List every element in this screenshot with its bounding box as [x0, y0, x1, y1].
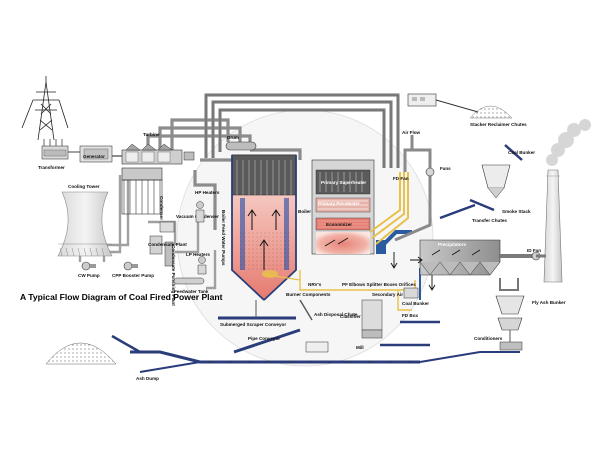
label-condensate-plant: Condensate Plant	[148, 242, 187, 247]
label-primary-superheater: Primary Superheater	[321, 180, 366, 185]
label-coal-bunker-2: Coal Bunker	[402, 301, 429, 306]
cooling-tower	[58, 192, 112, 256]
label-pipe-conveyor: Pipe Conveyor	[248, 336, 280, 341]
label-submerged-scraper-conveyor: Submerged Scraper Conveyor	[220, 322, 286, 327]
label-air-flow: Air Flow	[402, 130, 421, 135]
label-turbine: Turbine	[143, 132, 160, 137]
stacker-reclaimer	[408, 94, 512, 118]
label-boiler: Boiler	[298, 209, 311, 214]
transfer-chutes	[440, 200, 494, 218]
ash-dump	[46, 336, 140, 364]
label-fd-fan: FD Fan	[393, 176, 409, 181]
label-lp-heaters: LP Heaters	[186, 252, 210, 257]
label-coal-bunker: Coal Bunker	[508, 150, 535, 155]
transformer	[42, 139, 68, 159]
transmission-tower	[22, 76, 68, 140]
label-stacker-reclaimer-chutes: Stacker Reclaimer Chutes	[470, 122, 527, 127]
turbine	[112, 144, 194, 164]
coal-bunker-2	[404, 288, 418, 298]
label-precipitators: Precipitators	[438, 242, 467, 247]
label-cpp-booster-pump: CPP Booster Pump	[112, 273, 154, 278]
feedwater-tank	[174, 278, 204, 284]
label-classifier: Classifier	[340, 314, 361, 319]
label-mill: Mill	[356, 345, 364, 350]
fd-fan	[426, 168, 434, 176]
label-boiler-feed-water-pumps: Boiler Feed Water Pumps	[221, 210, 226, 266]
label-burner-components: Burner Components	[286, 292, 331, 297]
label-condenser: Condenser	[159, 196, 164, 220]
diagram-title: A Typical Flow Diagram of Coal Fired Pow…	[20, 292, 223, 302]
label-generator: Generator	[83, 154, 105, 159]
cpp-booster-pump	[124, 262, 138, 270]
label-hp-heaters: HP Heaters	[195, 190, 220, 195]
label-fans: Fans	[440, 166, 451, 171]
smoke-stack	[536, 170, 562, 282]
label-ash-dump: Ash Dump	[136, 376, 159, 381]
label-transformer: Transformer	[38, 165, 65, 170]
label-id-fan: ID Fan	[527, 248, 541, 253]
label-smoke-stack: Smoke Stack	[502, 209, 531, 214]
label-fd-box: FD Box	[402, 313, 419, 318]
smoke	[546, 119, 591, 166]
background-circle	[177, 110, 433, 366]
label-nrvs: NRV's	[308, 282, 322, 287]
hp-heaters	[196, 202, 204, 223]
label-drum: Drum	[227, 135, 239, 140]
heat-exchanger-stack	[312, 160, 374, 254]
cw-pump	[82, 262, 96, 270]
label-cw-pump: CW Pump	[78, 273, 100, 278]
label-economizer: Economizer	[326, 222, 352, 227]
lp-heaters	[198, 257, 206, 275]
label-fly-ash-bunker: Fly Ash Bunker	[532, 300, 566, 305]
label-conditioners: Conditioners	[474, 336, 503, 341]
label-cooling-tower: Cooling Tower	[68, 184, 100, 189]
label-transfer-chutes: Transfer Chutes	[472, 218, 507, 223]
label-primary-pre-heater: Primary Pre-Heater	[318, 201, 360, 206]
label-pf-elbows: PF Elbows Splitter Boxes Orifices	[342, 282, 416, 287]
